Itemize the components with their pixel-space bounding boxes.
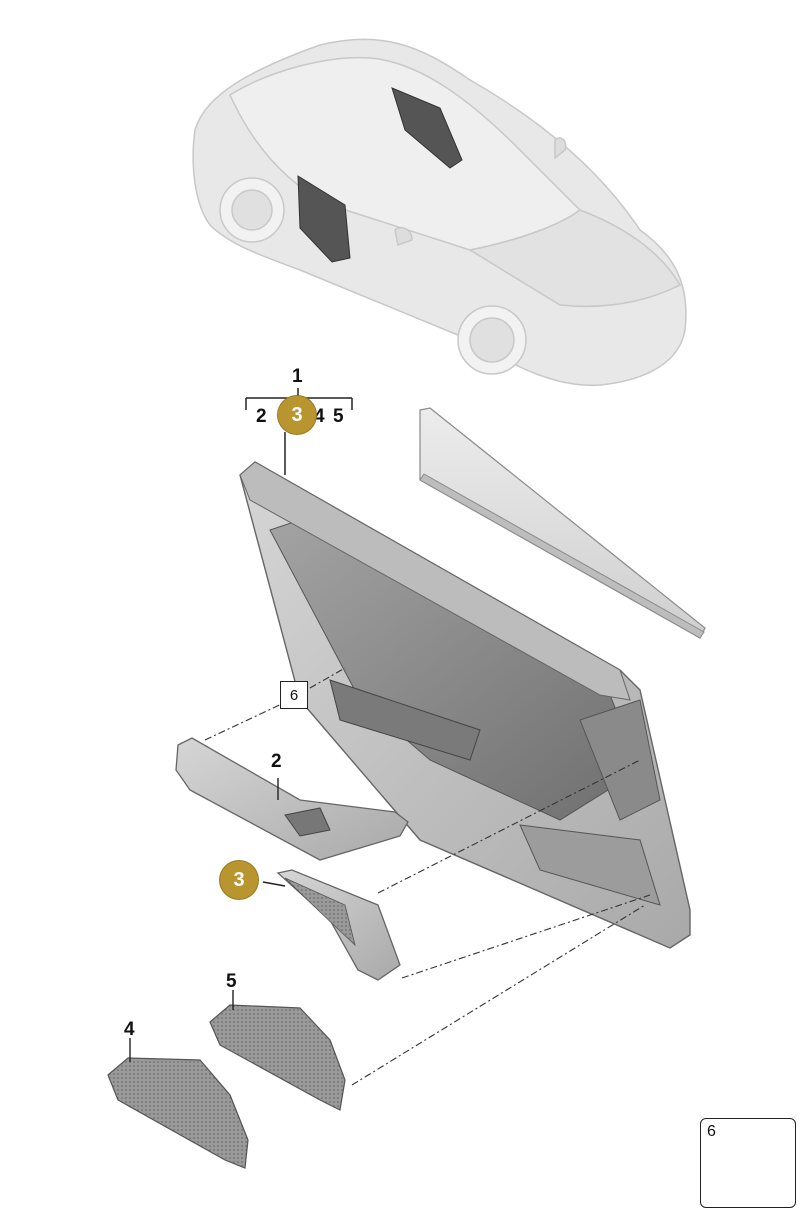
car-illustration (192, 38, 687, 387)
sub-label-4: 4 (314, 406, 325, 427)
hotspot-3-top[interactable]: 3 (278, 396, 316, 434)
ref-box-6: 6 (280, 681, 308, 709)
speaker-grille-5 (209, 1004, 346, 1111)
inset-label-6: 6 (707, 1123, 716, 1140)
part-label-2: 2 (271, 751, 282, 772)
fastener-inset: 6 (700, 1118, 796, 1208)
car-door-highlight (297, 87, 463, 263)
hotspot-3-left[interactable]: 3 (220, 861, 258, 899)
armrest-part (175, 737, 409, 861)
door-trim-panel (239, 461, 691, 949)
trim-piece-3 (276, 869, 401, 981)
part-label-5: 5 (226, 971, 237, 992)
sub-label-2: 2 (256, 406, 267, 427)
part-label-4: 4 (124, 1019, 135, 1040)
assembly-label-1: 1 (292, 366, 303, 387)
leader-lines (129, 778, 286, 1062)
window-trim-panel (419, 407, 706, 639)
speaker-grille-4 (107, 1057, 249, 1169)
sub-label-5: 5 (333, 406, 344, 427)
assembly-guide-lines (204, 667, 651, 1086)
